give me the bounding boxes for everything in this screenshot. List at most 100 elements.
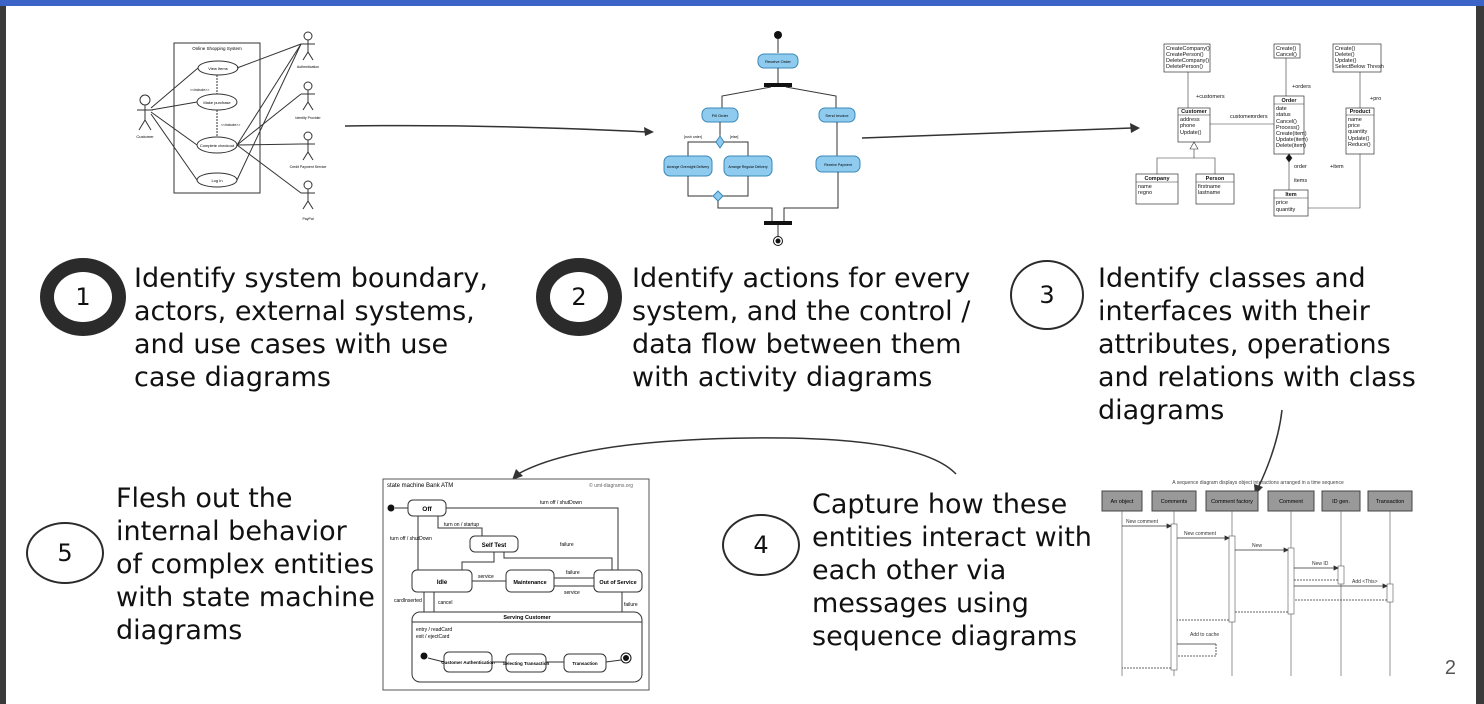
class-order (1273, 95, 1305, 155)
use-case-diagram: Online Shopping System View Items Make p… (136, 31, 327, 221)
actor-customer: Customer (136, 94, 154, 139)
svg-text:date: date (1276, 106, 1287, 112)
step-3-text: Identify classes and interfaces with the… (1098, 263, 1416, 426)
system-title: Online Shopping System (192, 46, 242, 51)
svg-text:Receive Payment: Receive Payment (824, 163, 851, 167)
svg-text:Fill Order: Fill Order (712, 113, 729, 118)
svg-text:Comment: Comment (1279, 499, 1303, 505)
svg-text:Customer Authentication: Customer Authentication (441, 660, 495, 665)
svg-text:Transaction: Transaction (572, 661, 598, 666)
decision-node (715, 135, 725, 149)
join-bar (764, 221, 792, 225)
svg-text:Authentication: Authentication (297, 65, 319, 69)
step-5-text: Flesh out the internal behavior of compl… (116, 483, 375, 646)
class-product (1345, 107, 1375, 155)
svg-text:Make purchase: Make purchase (203, 100, 231, 105)
svg-text:Maintenance: Maintenance (513, 580, 546, 586)
svg-text:+item: +item (1330, 164, 1344, 170)
actor-credit-payment: Credit Payment Service (290, 131, 327, 169)
svg-text:cardInserted: cardInserted (394, 598, 422, 604)
step-4-badge: 4 (722, 514, 800, 576)
svg-text:Idle: Idle (437, 580, 448, 586)
substate-transaction (563, 653, 607, 673)
svg-text:order: order (1294, 164, 1307, 170)
svg-text:customer: customer (1230, 114, 1253, 120)
svg-text:Cancel(): Cancel() (1276, 52, 1297, 58)
svg-text:Comments: Comments (1161, 499, 1188, 505)
svg-text:name: name (1348, 117, 1362, 123)
svg-text:Arrange Regular Delivery: Arrange Regular Delivery (728, 165, 768, 169)
svg-text:Order: Order (1282, 98, 1298, 104)
svg-text:Update(): Update() (1180, 130, 1202, 136)
svg-text:quantity: quantity (1276, 207, 1296, 213)
page-number: 2 (1444, 657, 1456, 679)
svg-text:+customers: +customers (1196, 94, 1225, 100)
svg-text:exit / ejectCard: exit / ejectCard (416, 634, 450, 640)
svg-text:failure: failure (560, 542, 574, 548)
svg-text:New ID: New ID (1312, 561, 1329, 567)
seq-caption: A sequence diagram displays object inter… (1172, 480, 1344, 486)
svg-text:New comment: New comment (1184, 531, 1217, 537)
svg-text:Item: Item (1285, 192, 1296, 198)
include-label-2: <<include>> (221, 123, 240, 127)
actor-authentication: Authentication (297, 31, 319, 69)
step-2-text: Identify actions for every system, and t… (632, 263, 971, 393)
merge-node (712, 190, 724, 202)
svg-text:Comment factory: Comment factory (1211, 499, 1253, 505)
svg-text:Send Invoice: Send Invoice (825, 113, 849, 118)
substate-selecting (505, 653, 547, 673)
svg-text:quantity: quantity (1348, 129, 1368, 135)
svg-text:failure: failure (624, 602, 638, 608)
svg-text:New comment: New comment (1126, 519, 1159, 525)
actor-identity-provider: Identity Provider (295, 81, 321, 120)
svg-text:turn off / shutDown: turn off / shutDown (540, 500, 582, 506)
class-diagram: CreateCompany() CreatePerson() DeleteCom… (1135, 43, 1384, 217)
arrow-activity-to-class (861, 123, 1140, 139)
svg-text:firstname: firstname (1198, 184, 1221, 190)
svg-text:failure: failure (566, 570, 580, 576)
left-edge (0, 6, 6, 704)
svg-text:Process(): Process() (1276, 125, 1300, 131)
svg-text:Transaction: Transaction (1376, 499, 1405, 505)
svg-text:cancel: cancel (438, 600, 452, 606)
svg-text:Company: Company (1144, 176, 1170, 182)
svg-text:Customer: Customer (1181, 109, 1208, 115)
step-5-badge: 5 (26, 522, 104, 584)
svg-text:DeletePerson(): DeletePerson() (1166, 64, 1203, 70)
svg-text:Serving Customer: Serving Customer (503, 615, 551, 621)
svg-text:Create(): Create() (1276, 46, 1296, 52)
svg-text:address: address (1180, 117, 1200, 123)
sm-title: state machine Bank ATM (387, 483, 453, 489)
svg-text:regno: regno (1138, 190, 1152, 196)
svg-text:Person: Person (1206, 176, 1225, 182)
svg-text:Identity Provider: Identity Provider (295, 116, 321, 120)
svg-text:lastname: lastname (1198, 190, 1220, 196)
svg-text:[else]: [else] (730, 135, 738, 139)
svg-text:Delete(item): Delete(item) (1276, 143, 1306, 149)
class-person (1195, 173, 1235, 205)
svg-text:Cancel(): Cancel() (1276, 119, 1297, 125)
svg-text:+pro: +pro (1370, 96, 1381, 102)
step-1-text: Identify system boundary, actors, extern… (134, 263, 488, 393)
svg-text:Receive Order: Receive Order (765, 59, 791, 64)
svg-text:Credit Payment Service: Credit Payment Service (290, 165, 327, 169)
svg-text:Arrange Overnight Delivery: Arrange Overnight Delivery (667, 165, 709, 169)
arrow-sequence-to-statemachine (512, 437, 957, 480)
svg-text:PayPal: PayPal (302, 217, 313, 221)
svg-text:name: name (1138, 184, 1152, 190)
svg-text:Delete(): Delete() (1335, 52, 1355, 58)
class-item (1273, 189, 1309, 217)
svg-text:Log In: Log In (211, 178, 222, 183)
svg-text:CreatePerson(): CreatePerson() (1166, 52, 1204, 58)
svg-text:Product: Product (1350, 109, 1371, 115)
arrow-usecase-to-activity (344, 124, 654, 136)
svg-text:Add to cache: Add to cache (1190, 632, 1219, 638)
initial-node (774, 31, 782, 39)
svg-text:View Items: View Items (208, 66, 228, 71)
svg-text:turn off / shutDown: turn off / shutDown (390, 536, 432, 542)
svg-text:Reduce(): Reduce() (1348, 142, 1371, 148)
state-machine-diagram: state machine Bank ATM © uml-diagrams.or… (382, 478, 650, 691)
svg-text:price: price (1276, 200, 1288, 206)
svg-text:service: service (564, 590, 580, 596)
svg-text:CreateCompany(): CreateCompany() (1166, 46, 1210, 52)
